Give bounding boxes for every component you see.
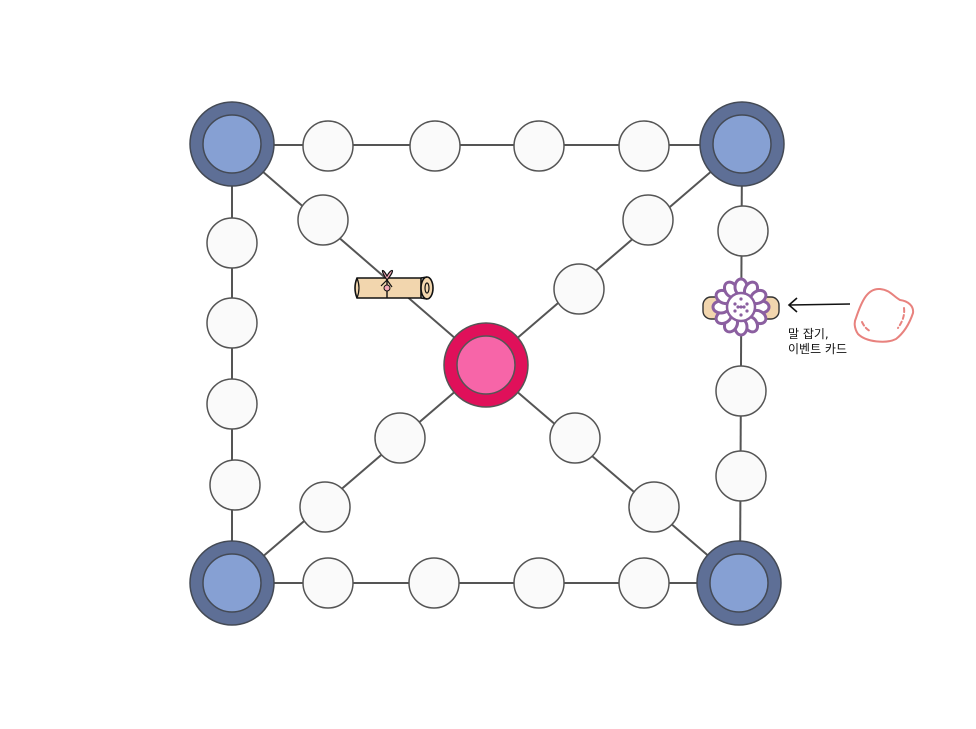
flower-dot [733,302,737,306]
node-top-4 [618,120,670,172]
flower-token-icon [702,277,780,337]
node-bottom-4 [618,557,670,609]
node-diag-tr-2 [553,263,605,315]
flower-dot [739,313,743,317]
node-left-2 [206,297,258,349]
annotation-line-1: 말 잡기, [788,327,829,341]
path-diag-bl [231,364,487,584]
node-diag-br-2 [628,481,680,533]
node-bottom-2 [408,557,460,609]
node-left-3 [206,378,258,430]
node-diag-br-1 [549,412,601,464]
node-right-3 [715,365,767,417]
small-nodes [206,120,769,609]
node-top-2 [409,120,461,172]
corner-stations-inner [202,114,772,613]
corner-top-right-inner [712,114,772,174]
flower-dot [742,305,746,309]
flower-dot [739,297,743,301]
center-station-inner [456,335,516,395]
node-diag-tr-1 [622,194,674,246]
node-right-4 [715,450,767,502]
node-left-1 [206,217,258,269]
annotation-capture-event: 말 잡기, 이벤트 카드 [788,327,847,357]
node-top-3 [513,120,565,172]
arrow-left-icon [787,297,851,313]
flower-dot [745,302,749,306]
hand-icon [853,287,915,343]
flower-dot [736,305,740,309]
corner-bottom-right-inner [709,553,769,613]
node-diag-tl-1 [297,194,349,246]
node-right-1 [717,205,769,257]
node-bottom-1 [302,557,354,609]
corner-bottom-left-inner [202,553,262,613]
node-diag-bl-1 [374,412,426,464]
path-diag-tr [485,144,743,366]
path-diag-tl [231,144,487,366]
node-bottom-3 [513,557,565,609]
flower-dot [733,309,737,313]
flower-dot [739,305,743,309]
node-left-4 [209,459,261,511]
flower-dot [745,309,749,313]
annotation-line-2: 이벤트 카드 [788,342,848,356]
node-diag-bl-2 [299,481,351,533]
node-top-1 [302,120,354,172]
path-diag-br [485,364,741,584]
corner-top-left-inner [202,114,262,174]
scroll-icon [354,269,434,300]
